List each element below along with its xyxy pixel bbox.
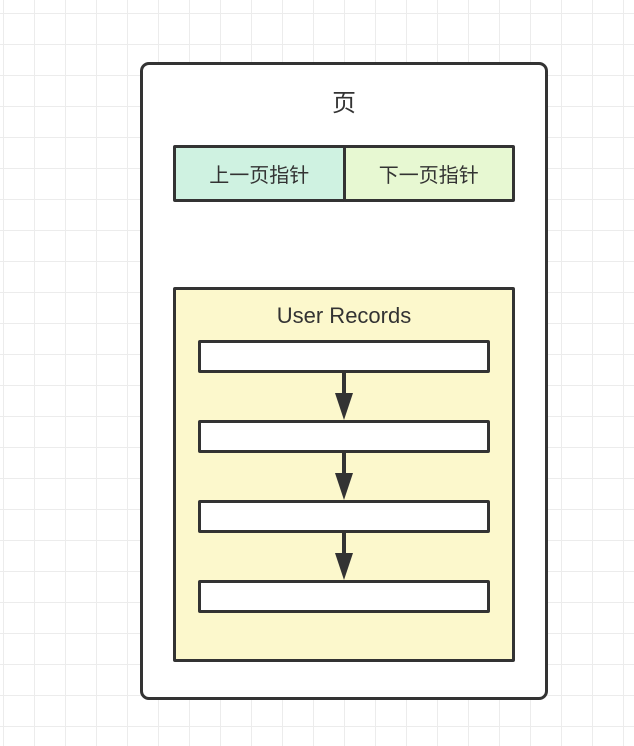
- user-records-title: User Records: [276, 303, 412, 328]
- arrow-down-icon: [198, 453, 490, 500]
- record-row: [198, 500, 490, 533]
- prev-page-pointer-label: 上一页指针: [209, 165, 310, 187]
- prev-page-pointer: 上一页指针: [173, 145, 346, 202]
- record-row: [198, 420, 490, 453]
- page-title: 页: [332, 90, 356, 117]
- user-records-box: User Records: [173, 287, 515, 662]
- next-page-pointer-label: 下一页指针: [378, 165, 479, 187]
- page-container: 页 上一页指针 下一页指针 User Records: [140, 62, 548, 700]
- record-row: [198, 340, 490, 373]
- record-list: [198, 340, 490, 613]
- pointer-row: 上一页指针 下一页指针: [173, 145, 515, 202]
- record-row: [198, 580, 490, 613]
- arrow-down-icon: [198, 373, 490, 420]
- arrow-down-icon: [198, 533, 490, 580]
- next-page-pointer: 下一页指针: [342, 145, 515, 202]
